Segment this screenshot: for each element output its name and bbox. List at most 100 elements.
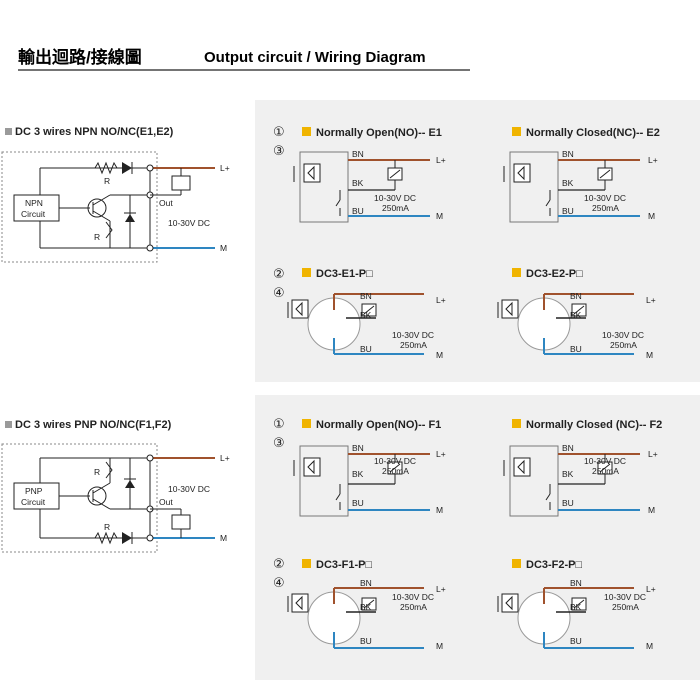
wire-bu: BU (562, 206, 574, 216)
lplus: L+ (646, 584, 656, 594)
label-nc: Normally Closed (NC)-- F2 (526, 419, 662, 431)
circuit-label-2: Circuit (21, 209, 46, 219)
lplus: L+ (648, 155, 658, 165)
resistor-label: R (104, 176, 110, 186)
wire-bu: BU (360, 636, 372, 646)
wire-bk: BK (352, 469, 364, 479)
label-bullet (302, 127, 311, 136)
npn-circuit: R NPN Circuit R Out 10-30V DC L+ M (1, 151, 230, 263)
m-label: M (220, 533, 227, 543)
pnp-circuit: PNP Circuit R R Out 10-30V DC L+ M (1, 443, 230, 553)
label-plug-b: DC3-E2-P□ (526, 268, 583, 280)
current: 250mA (592, 203, 619, 213)
wire-bn: BN (360, 291, 372, 301)
wire-bn: BN (570, 291, 582, 301)
m: M (648, 211, 655, 221)
current: 250mA (610, 340, 637, 350)
wire-bk: BK (562, 178, 574, 188)
lplus: L+ (436, 449, 446, 459)
m: M (436, 641, 443, 651)
label-bullet (302, 559, 311, 568)
wire-bu: BU (360, 344, 372, 354)
label-nc: Normally Closed(NC)-- E2 (526, 127, 660, 139)
marker-2: ② (273, 557, 285, 572)
wire-bk: BK (360, 602, 372, 612)
voltage: 10-30V DC (374, 193, 416, 203)
label-plug-b: DC3-F2-P□ (526, 559, 583, 571)
m: M (436, 350, 443, 360)
marker-1: ① (273, 125, 285, 140)
voltage: 10-30V DC (602, 330, 644, 340)
circuit-label-1: NPN (25, 198, 43, 208)
label-plug-a: DC3-E1-P□ (316, 268, 373, 280)
lplus-label: L+ (220, 163, 230, 173)
m-label: M (220, 243, 227, 253)
wire-bn: BN (352, 149, 364, 159)
marker-2: ② (273, 267, 285, 282)
lplus: L+ (436, 295, 446, 305)
wire-bu: BU (352, 206, 364, 216)
voltage: 10-30V DC (584, 456, 626, 466)
wire-bk: BK (562, 469, 574, 479)
marker-4: ④ (273, 286, 285, 301)
wire-bu: BU (352, 498, 364, 508)
lplus-label: L+ (220, 453, 230, 463)
label-bullet (512, 127, 521, 136)
npn-box (13, 194, 60, 222)
wire-bu: BU (562, 498, 574, 508)
out-label: Out (159, 198, 173, 208)
circuit-label-2: Circuit (21, 497, 46, 507)
title-zh: 輸出迴路/接線圖 (18, 47, 142, 67)
wire-bk: BK (570, 602, 582, 612)
wire-bk: BK (360, 310, 372, 320)
wire-bn: BN (562, 149, 574, 159)
voltage: 10-30V DC (392, 592, 434, 602)
wire-bk: BK (570, 310, 582, 320)
current: 250mA (400, 340, 427, 350)
current: 250mA (612, 602, 639, 612)
out-label: Out (159, 497, 173, 507)
voltage-label: 10-30V DC (168, 484, 210, 494)
wire-bu: BU (570, 636, 582, 646)
label-plug-a: DC3-F1-P□ (316, 559, 373, 571)
label-no: Normally Open(NO)-- F1 (316, 419, 441, 431)
label-bullet (302, 268, 311, 277)
label-bullet (512, 268, 521, 277)
load-relay (171, 175, 191, 191)
load-relay (171, 514, 191, 530)
label-bullet (512, 419, 521, 428)
wire-bn: BN (360, 578, 372, 588)
wire-bn: BN (562, 443, 574, 453)
voltage: 10-30V DC (374, 456, 416, 466)
m: M (646, 641, 653, 651)
lplus: L+ (646, 295, 656, 305)
m: M (436, 505, 443, 515)
current: 250mA (592, 466, 619, 476)
section-heading: DC 3 wires PNP NO/NC(F1,F2) (15, 419, 172, 431)
voltage-label: 10-30V DC (168, 218, 210, 228)
label-no: Normally Open(NO)-- E1 (316, 127, 442, 139)
voltage: 10-30V DC (392, 330, 434, 340)
m: M (436, 211, 443, 221)
current: 250mA (382, 466, 409, 476)
voltage: 10-30V DC (584, 193, 626, 203)
marker-3: ③ (273, 436, 285, 451)
circuit-label-1: PNP (25, 486, 43, 496)
title-en: Output circuit / Wiring Diagram (204, 49, 426, 66)
section-bullet (5, 128, 12, 135)
resistor-label-2: R (104, 522, 110, 532)
m: M (648, 505, 655, 515)
m: M (646, 350, 653, 360)
current: 250mA (400, 602, 427, 612)
resistor-label: R (94, 467, 100, 477)
wire-bn: BN (352, 443, 364, 453)
label-bullet (302, 419, 311, 428)
section-heading: DC 3 wires NPN NO/NC(E1,E2) (15, 126, 174, 138)
current: 250mA (382, 203, 409, 213)
lplus: L+ (436, 155, 446, 165)
marker-3: ③ (273, 144, 285, 159)
wire-bn: BN (570, 578, 582, 588)
resistor-label-2: R (94, 232, 100, 242)
marker-1: ① (273, 417, 285, 432)
section-bullet (5, 421, 12, 428)
